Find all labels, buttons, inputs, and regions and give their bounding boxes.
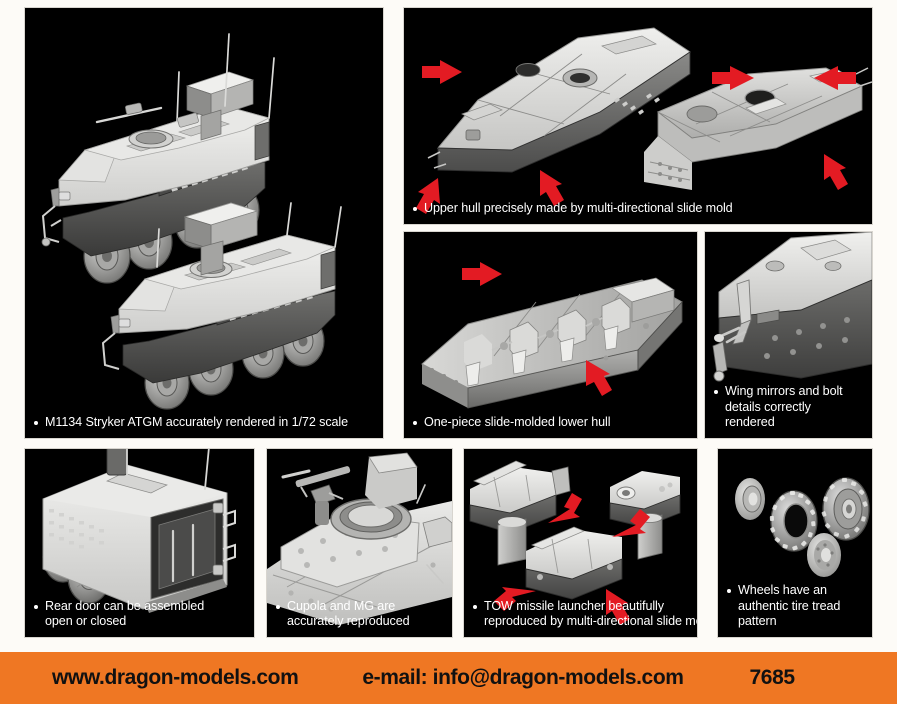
rear-door-panel: Rear door can be assembled open or close… (25, 449, 254, 637)
cupola-mg-panel: Cupola and MG are accurately reproduced (267, 449, 452, 637)
lower-hull-artwork (404, 232, 697, 438)
upper-hull-panel: Upper hull precisely made by multi-direc… (404, 8, 872, 224)
rear-door-artwork (25, 449, 254, 637)
caption-line: details correctly (725, 399, 811, 414)
upper-hull-artwork (404, 8, 872, 224)
caption-line: Cupola and MG are (267, 599, 452, 615)
slide-arrow (494, 493, 650, 625)
website-text[interactable]: www.dragon-models.com (52, 666, 299, 689)
rear-door-caption: Rear door can be assembled open or close… (25, 599, 254, 637)
lower-hull-panel: One-piece slide-molded lower hull (404, 232, 697, 438)
slide-arrow (416, 60, 564, 214)
caption-line: Wing mirrors and bolt (705, 384, 872, 400)
caption-line: rendered (725, 415, 775, 430)
caption-line: Upper hull precisely made by multi-direc… (404, 201, 872, 217)
tow-launcher-artwork (464, 449, 697, 637)
caption-line: reproduced by multi-directional slide mo… (484, 614, 697, 629)
cupola-mg-caption: Cupola and MG are accurately reproduced (267, 599, 452, 637)
footer-bar: www.dragon-models.com e-mail: info@drago… (0, 652, 897, 704)
main-vehicle-panel: M1134 Stryker ATGM accurately rendered i… (25, 8, 383, 438)
caption-line: authentic tire tread (738, 598, 841, 613)
cupola-mg-artwork (267, 449, 452, 637)
caption-line: pattern (738, 614, 777, 629)
caption-line: TOW missile launcher beautifully (464, 599, 697, 615)
caption-line: Rear door can be assembled (25, 599, 254, 615)
tow-launcher-caption: TOW missile launcher beautifully reprodu… (464, 599, 697, 637)
upper-hull-caption: Upper hull precisely made by multi-direc… (404, 201, 872, 224)
caption-line: accurately reproduced (287, 614, 410, 629)
lower-hull-caption: One-piece slide-molded lower hull (404, 415, 697, 438)
wheels-caption: Wheels have an authentic tire tread patt… (718, 583, 872, 637)
wheels-panel: Wheels have an authentic tire tread patt… (718, 449, 872, 637)
tow-launcher-panel: TOW missile launcher beautifully reprodu… (464, 449, 697, 637)
main-vehicle-artwork (25, 8, 383, 438)
main-vehicle-caption: M1134 Stryker ATGM accurately rendered i… (25, 415, 383, 438)
wing-mirrors-panel: Wing mirrors and bolt details correctly … (705, 232, 872, 438)
caption-line: open or closed (45, 614, 127, 629)
wing-mirrors-artwork (705, 232, 872, 438)
kit-number: 7685 (749, 666, 796, 689)
email-text[interactable]: e-mail: info@dragon-models.com (362, 666, 684, 689)
slide-arrow (462, 262, 612, 396)
slide-arrow (712, 66, 856, 190)
caption-line: M1134 Stryker ATGM accurately rendered i… (25, 415, 383, 431)
caption-line: One-piece slide-molded lower hull (404, 415, 697, 431)
caption-line: Wheels have an (718, 583, 872, 599)
wing-mirrors-caption: Wing mirrors and bolt details correctly … (705, 384, 872, 438)
wheels-artwork (718, 449, 872, 637)
